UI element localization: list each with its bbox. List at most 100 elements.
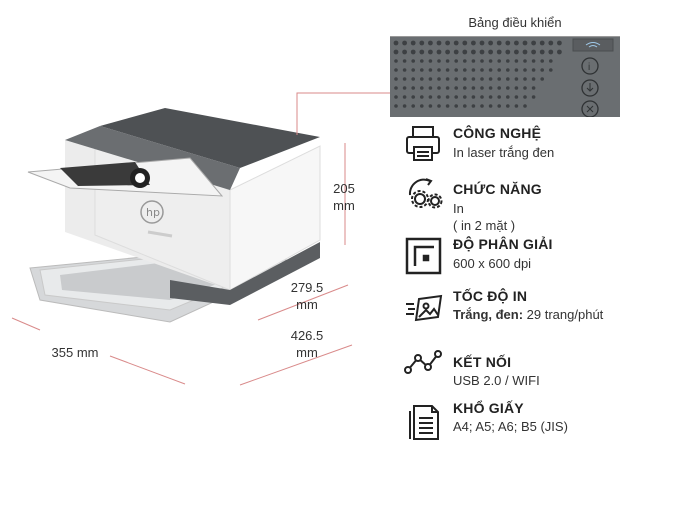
grille-dot: [420, 95, 424, 99]
grille-dot: [540, 77, 544, 81]
grille-dot: [394, 104, 398, 108]
grille-dot: [488, 49, 493, 55]
grille-dot: [514, 104, 519, 108]
grille-dot: [394, 68, 398, 72]
grille-dot: [479, 49, 485, 55]
grille-dot: [557, 49, 562, 55]
grille-dot: [531, 86, 536, 90]
grille-dot: [463, 77, 467, 81]
grille-dot: [523, 68, 527, 72]
grille-dot: [506, 77, 510, 81]
resolution-icon: [404, 236, 444, 276]
grille-dot: [437, 95, 441, 99]
technology-value: In laser trắng đen: [453, 145, 555, 160]
grille-dot: [471, 104, 476, 108]
grille-dot: [539, 40, 545, 46]
grille-dot: [523, 104, 527, 108]
grille-dot: [394, 86, 398, 90]
grille-dot: [471, 49, 476, 55]
grille-dot: [505, 40, 511, 46]
fast-print-icon: [404, 293, 444, 333]
grille-dot: [506, 95, 510, 99]
grille-dot: [488, 59, 493, 63]
printer-icon: [404, 124, 444, 164]
grille-dot: [480, 77, 484, 81]
grille-dot: [506, 86, 510, 90]
grille-dot: [411, 86, 415, 90]
grille-dot: [411, 68, 415, 72]
grille-dot: [445, 68, 450, 72]
grille-dot: [497, 104, 501, 108]
grille-dot: [531, 68, 536, 72]
grille-dot: [514, 95, 519, 99]
grille-dot: [531, 95, 536, 99]
grille-dot: [514, 77, 519, 81]
grille-dot: [480, 86, 484, 90]
grille-dot: [445, 95, 450, 99]
grille-dot: [453, 40, 459, 46]
grille-dot: [496, 40, 502, 46]
grille-dot: [531, 59, 536, 63]
grille-dot: [394, 77, 398, 81]
grille-dot: [522, 40, 528, 46]
depth-extended-dimension: 426.5 mm: [290, 328, 324, 360]
grille-dot: [497, 77, 501, 81]
grille-dot: [454, 59, 458, 63]
grille-dot: [436, 40, 442, 46]
technology-title: CÔNG NGHỆ: [453, 125, 542, 141]
grille-dot: [463, 104, 467, 108]
grille-dot: [514, 68, 519, 72]
grille-dot: [445, 77, 450, 81]
grille-dot: [471, 40, 476, 46]
grille-dot: [480, 95, 484, 99]
grille-dot: [488, 68, 493, 72]
grille-dot: [445, 86, 450, 90]
printer-illustration: hp: [11, 92, 390, 386]
grille-dot: [428, 68, 433, 72]
grille-dot: [402, 59, 407, 63]
grille-dot: [496, 49, 502, 55]
resolution-title: ĐỘ PHÂN GIẢI: [453, 236, 553, 252]
grille-dot: [411, 104, 415, 108]
grille-dot: [514, 49, 519, 55]
function-title: CHỨC NĂNG: [453, 181, 542, 197]
grille-dot: [540, 59, 544, 63]
grille-dot: [445, 49, 450, 55]
function-value: In: [453, 201, 464, 216]
grille-dot: [437, 68, 441, 72]
grille-dot: [488, 86, 493, 90]
gears-icon: [404, 175, 444, 215]
grille-dot: [463, 95, 467, 99]
grille-dot: [531, 40, 536, 46]
grille-dot: [463, 68, 467, 72]
network-icon: [404, 348, 444, 388]
grille-dot: [557, 40, 562, 46]
grille-dot: [428, 104, 433, 108]
speed-title: TỐC ĐỘ IN: [453, 288, 528, 304]
width-dimension: 355 mm: [51, 345, 99, 360]
grille-dot: [506, 59, 510, 63]
grille-dot: [428, 49, 433, 55]
grille-dot: [402, 95, 407, 99]
connectivity-title: KẾT NỐI: [453, 354, 512, 370]
grille-dot: [420, 104, 424, 108]
grille-dot: [428, 95, 433, 99]
paper-icon: [404, 402, 444, 442]
grille-dot: [523, 95, 527, 99]
grille-dot: [402, 49, 407, 55]
grille-dot: [497, 68, 501, 72]
grille-dot: [479, 40, 485, 46]
grille-dot: [437, 77, 441, 81]
grille-dot: [548, 40, 554, 46]
resolution-value: 600 x 600 dpi: [453, 256, 532, 271]
grille-dot: [410, 40, 416, 46]
control-panel: i: [390, 36, 620, 118]
connectivity-value: USB 2.0 / WIFI: [453, 373, 540, 388]
grille-dot: [471, 95, 476, 99]
grille-dot: [471, 86, 476, 90]
grille-dot: [420, 59, 424, 63]
grille-dot: [394, 59, 398, 63]
grille-dot: [445, 104, 450, 108]
grille-dot: [497, 59, 501, 63]
grille-dot: [393, 40, 399, 46]
